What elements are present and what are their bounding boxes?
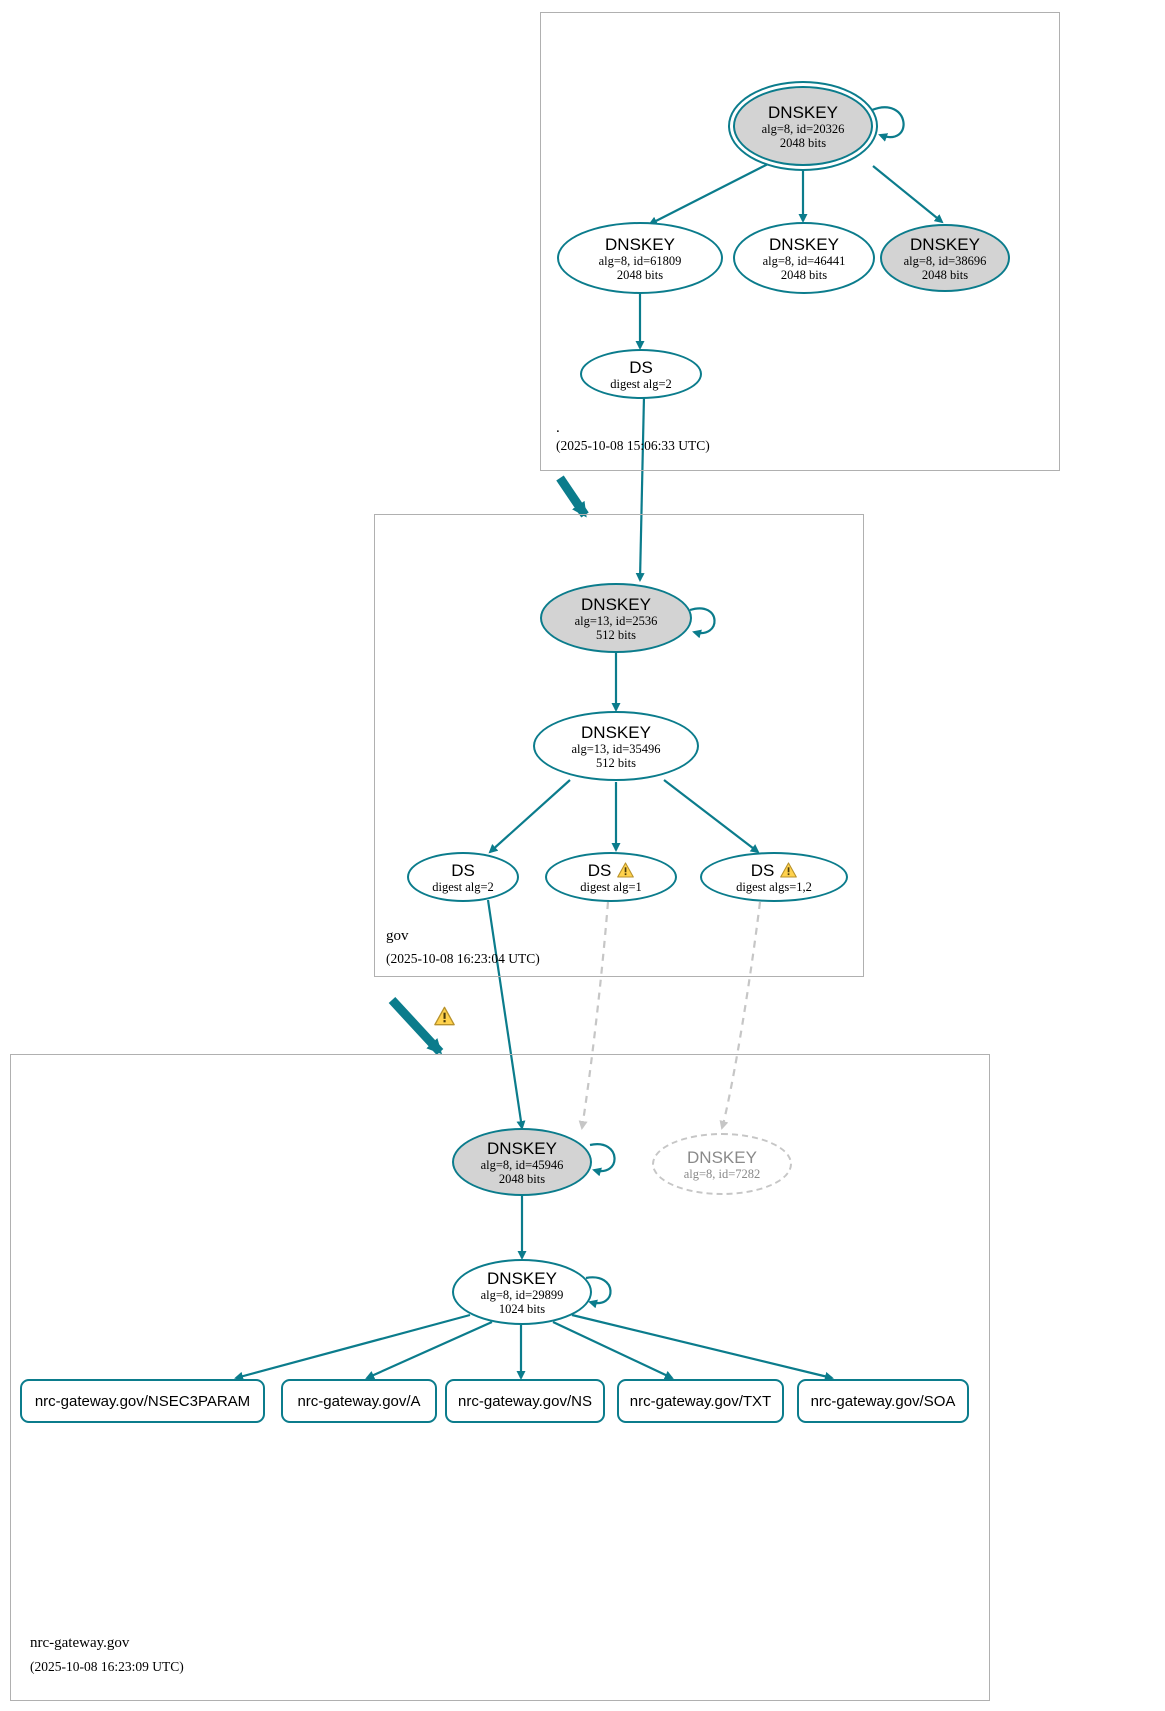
zone-timestamp-root: (2025-10-08 15:06:33 UTC): [556, 438, 710, 453]
node-bits: 2048 bits: [780, 267, 828, 282]
node-title: DS: [750, 860, 775, 880]
zone-box-root: [540, 12, 1060, 471]
node-gov-zsk-35496[interactable]: DNSKEY alg=13, id=35496 512 bits: [533, 711, 699, 781]
zone-timestamp-nrc-gateway-gov: (2025-10-08 16:23:09 UTC): [30, 1659, 184, 1674]
node-alg: alg=8, id=61809: [598, 253, 682, 268]
node-nrc-ksk-45946[interactable]: DNSKEY alg=8, id=45946 2048 bits: [452, 1128, 592, 1196]
node-title: DNSKEY: [910, 234, 980, 254]
node-title: DNSKEY: [581, 722, 651, 742]
node-alg: alg=13, id=35496: [571, 741, 661, 756]
zone-label-root: .: [556, 420, 560, 436]
zone-timestamp-gov: (2025-10-08 16:23:04 UTC): [386, 951, 540, 966]
node-alg: alg=13, id=2536: [574, 613, 658, 628]
node-title: DNSKEY: [687, 1147, 757, 1167]
node-alg: alg=8, id=45946: [480, 1157, 564, 1172]
node-title: DNSKEY: [581, 594, 651, 614]
rrset-node-a[interactable]: nrc-gateway.gov/A: [281, 1379, 437, 1423]
rrset-node-txt[interactable]: nrc-gateway.gov/TXT: [617, 1379, 784, 1423]
node-bits: 2048 bits: [616, 267, 664, 282]
node-title: DS: [451, 860, 475, 880]
warning-triangle-icon: [617, 862, 635, 878]
rrset-label: nrc-gateway.gov/NS: [458, 1392, 592, 1410]
node-alg: alg=8, id=38696: [903, 253, 987, 268]
node-title: DNSKEY: [487, 1268, 557, 1288]
node-root-zsk-46441[interactable]: DNSKEY alg=8, id=46441 2048 bits: [733, 222, 875, 294]
node-root-zsk-38696[interactable]: DNSKEY alg=8, id=38696 2048 bits: [880, 224, 1010, 292]
rrset-label: nrc-gateway.gov/SOA: [810, 1392, 956, 1410]
node-bits: 2048 bits: [498, 1171, 546, 1186]
node-root-ds-gov[interactable]: DS digest alg=2: [580, 349, 702, 399]
node-title: DNSKEY: [487, 1138, 557, 1158]
node-gov-ds-alg2[interactable]: DS digest alg=2: [407, 852, 519, 902]
node-bits: 2048 bits: [779, 135, 827, 150]
node-sub: digest alg=1: [580, 879, 642, 894]
rrset-label: nrc-gateway.gov/NSEC3PARAM: [34, 1392, 251, 1410]
node-title: DNSKEY: [769, 234, 839, 254]
rrset-node-nsec3param[interactable]: nrc-gateway.gov/NSEC3PARAM: [20, 1379, 265, 1423]
node-title: DS: [629, 357, 653, 377]
node-bits: 2048 bits: [921, 267, 969, 282]
node-title: DNSKEY: [605, 234, 675, 254]
node-sub: digest alg=2: [432, 879, 494, 894]
node-alg: alg=8, id=46441: [762, 253, 846, 268]
zone-box-nrc-gateway-gov: [10, 1054, 990, 1701]
node-bits: 512 bits: [596, 755, 636, 770]
node-gov-ksk-2536[interactable]: DNSKEY alg=13, id=2536 512 bits: [540, 583, 692, 653]
node-root-zsk-61809[interactable]: DNSKEY alg=8, id=61809 2048 bits: [557, 222, 723, 294]
rrset-node-soa[interactable]: nrc-gateway.gov/SOA: [797, 1379, 969, 1423]
node-gov-ds-alg1[interactable]: DS digest alg=1: [545, 852, 677, 902]
node-alg: alg=8, id=29899: [480, 1287, 564, 1302]
node-nrc-key-7282[interactable]: DNSKEY alg=8, id=7282: [652, 1133, 792, 1195]
node-bits: 512 bits: [596, 627, 636, 642]
node-gov-ds-alg12[interactable]: DS digest algs=1,2: [700, 852, 848, 902]
node-title: DS: [587, 860, 612, 880]
rrset-node-ns[interactable]: nrc-gateway.gov/NS: [445, 1379, 605, 1423]
node-bits: 1024 bits: [498, 1301, 546, 1316]
node-alg: alg=8, id=7282: [683, 1166, 761, 1181]
zone-box-gov: [374, 514, 864, 977]
node-nrc-zsk-29899[interactable]: DNSKEY alg=8, id=29899 1024 bits: [452, 1259, 592, 1325]
node-alg: alg=8, id=20326: [761, 121, 845, 136]
node-root-ksk-20326[interactable]: DNSKEY alg=8, id=20326 2048 bits: [733, 86, 873, 166]
node-sub: digest algs=1,2: [736, 879, 812, 894]
warning-triangle-icon: [780, 862, 798, 878]
delegation-warning-triangle-icon: [434, 1006, 455, 1026]
node-title: DNSKEY: [768, 102, 838, 122]
zone-label-nrc-gateway-gov: nrc-gateway.gov: [30, 1635, 130, 1651]
rrset-label: nrc-gateway.gov/A: [297, 1392, 421, 1410]
node-sub: digest alg=2: [610, 376, 672, 391]
zone-label-gov: gov: [386, 928, 409, 944]
rrset-label: nrc-gateway.gov/TXT: [629, 1392, 772, 1410]
